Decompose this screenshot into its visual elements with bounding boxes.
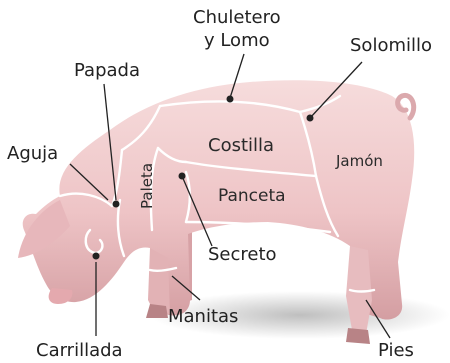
label-chuletero-line2: y Lomo [193, 29, 281, 52]
label-aguja: Aguja [7, 144, 58, 164]
label-papada: Papada [74, 61, 140, 81]
label-paleta: Paleta [137, 163, 157, 209]
hoof-back [346, 328, 370, 344]
label-secreto: Secreto [208, 245, 277, 265]
label-pies: Pies [378, 341, 414, 361]
label-jamon: Jamón [336, 151, 383, 171]
hoof-front [146, 304, 168, 318]
label-solomillo: Solomillo [350, 36, 432, 56]
label-panceta: Panceta [218, 186, 286, 206]
label-carrillada: Carrillada [36, 341, 123, 361]
label-costilla: Costilla [208, 136, 274, 156]
label-chuletero-y-lomo: Chuletero y Lomo [193, 6, 281, 52]
label-manitas: Manitas [168, 307, 238, 327]
label-chuletero-line1: Chuletero [193, 6, 281, 29]
